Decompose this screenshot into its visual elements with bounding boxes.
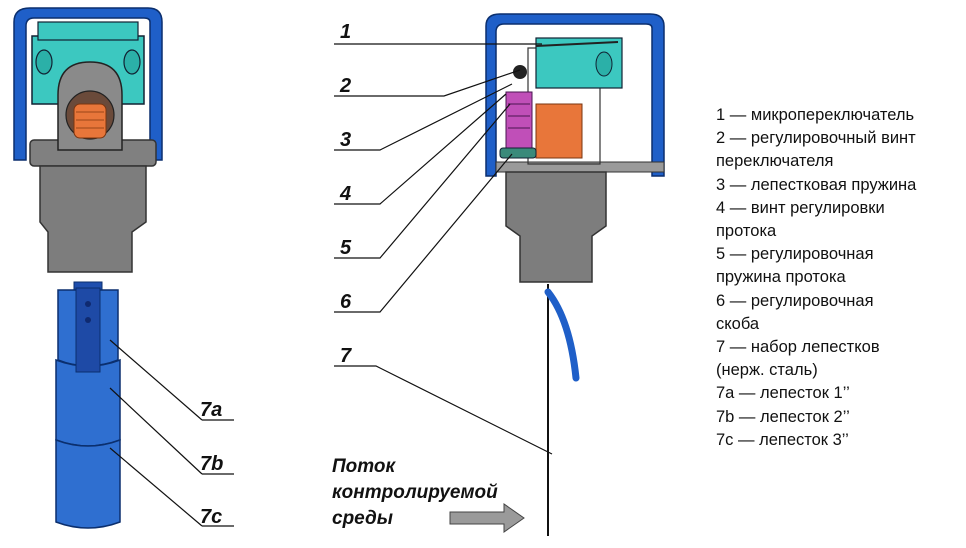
- adjust-screw-2: [513, 65, 527, 79]
- callout-4: 4: [339, 183, 351, 205]
- center-device-cutaway: [485, 13, 665, 536]
- center-spring-block: [535, 103, 583, 159]
- center-cover: [485, 13, 665, 177]
- paddle-7b: [55, 358, 121, 447]
- left-housing: [39, 165, 147, 273]
- callout-7a: 7a: [200, 399, 222, 421]
- flow-arrow-icon: [449, 503, 525, 533]
- callout-1: 1: [340, 21, 351, 43]
- legend: 1 — микропереключатель 2 — регулировочны…: [716, 104, 964, 452]
- flow-label-line-1: Поток: [332, 456, 397, 477]
- legend-line: 2 — регулировочный винт: [716, 129, 916, 148]
- center-housing: [505, 171, 607, 283]
- callout-6: 6: [340, 291, 352, 313]
- flow-label-line-3: среды: [332, 508, 393, 529]
- callout-3: 3: [340, 129, 351, 151]
- left-leader-lines: [109, 339, 234, 527]
- adjust-bracket-6: [499, 147, 537, 159]
- callout-5: 5: [340, 237, 352, 259]
- legend-line: 7 — набор лепестков: [716, 338, 880, 357]
- callout-7c: 7c: [200, 506, 222, 528]
- center-leader-lines: [334, 43, 553, 455]
- left-spring: [73, 103, 107, 139]
- legend-line: протока: [716, 222, 777, 241]
- callout-7: 7: [340, 345, 352, 367]
- legend-line: 7b — лепесток 2’’: [716, 407, 850, 426]
- legend-line: переключателя: [716, 152, 834, 171]
- left-switch-terminal: [35, 49, 53, 75]
- flow-label-line-2: контролируемой: [332, 482, 498, 503]
- flow-spring-5: [505, 91, 533, 149]
- legend-line: 6 — регулировочная: [716, 291, 874, 310]
- legend-line: скоба: [716, 314, 760, 333]
- paddle-edge: [544, 288, 580, 382]
- legend-line: пружина протока: [716, 268, 846, 287]
- legend-line: 1 — микропереключатель: [716, 106, 915, 124]
- legend-line: (нерж. сталь): [716, 361, 818, 380]
- legend-line: 7a — лепесток 1’’: [716, 384, 850, 403]
- left-microswitch-top: [37, 21, 139, 41]
- callout-7b: 7b: [200, 453, 223, 475]
- paddle-7c: [55, 438, 121, 529]
- left-device-view: [13, 7, 163, 529]
- legend-line: 7c — лепесток 3’’: [716, 430, 849, 449]
- legend-line: 4 — винт регулировки: [716, 198, 885, 217]
- legend-line: 5 — регулировочная: [716, 245, 874, 264]
- callout-2: 2: [339, 75, 351, 97]
- left-switch-terminal: [123, 49, 141, 75]
- legend-line: 3 — лепестковая пружина: [716, 175, 917, 194]
